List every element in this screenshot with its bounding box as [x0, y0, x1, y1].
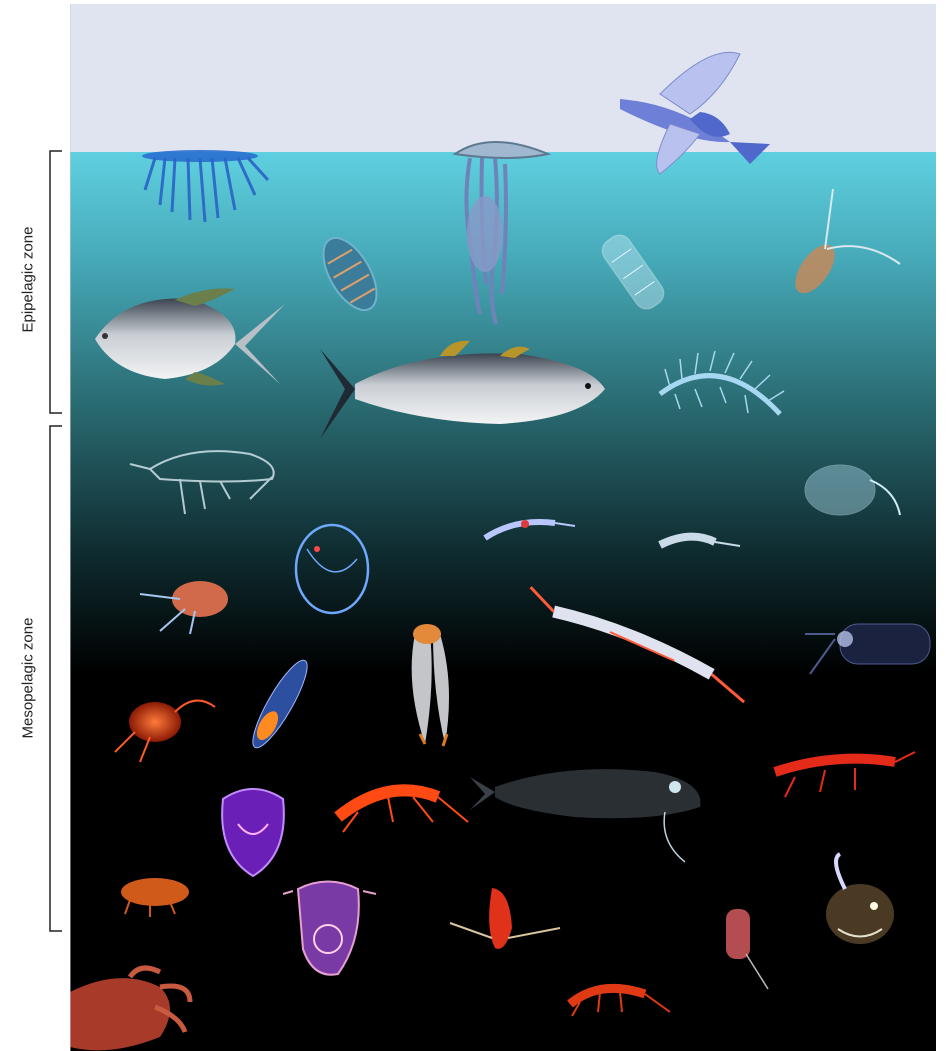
mesopelagic-zone-label: Mesopelagic zone	[20, 619, 37, 739]
zone-brackets	[0, 0, 70, 1051]
mesopelagic-bracket	[50, 426, 62, 931]
ocean-scene	[70, 4, 936, 1051]
sky	[70, 4, 936, 152]
ocean-illustration	[70, 4, 936, 1051]
epipelagic-bracket	[50, 151, 62, 413]
epipelagic-zone-label: Epipelagic zone	[20, 233, 37, 333]
